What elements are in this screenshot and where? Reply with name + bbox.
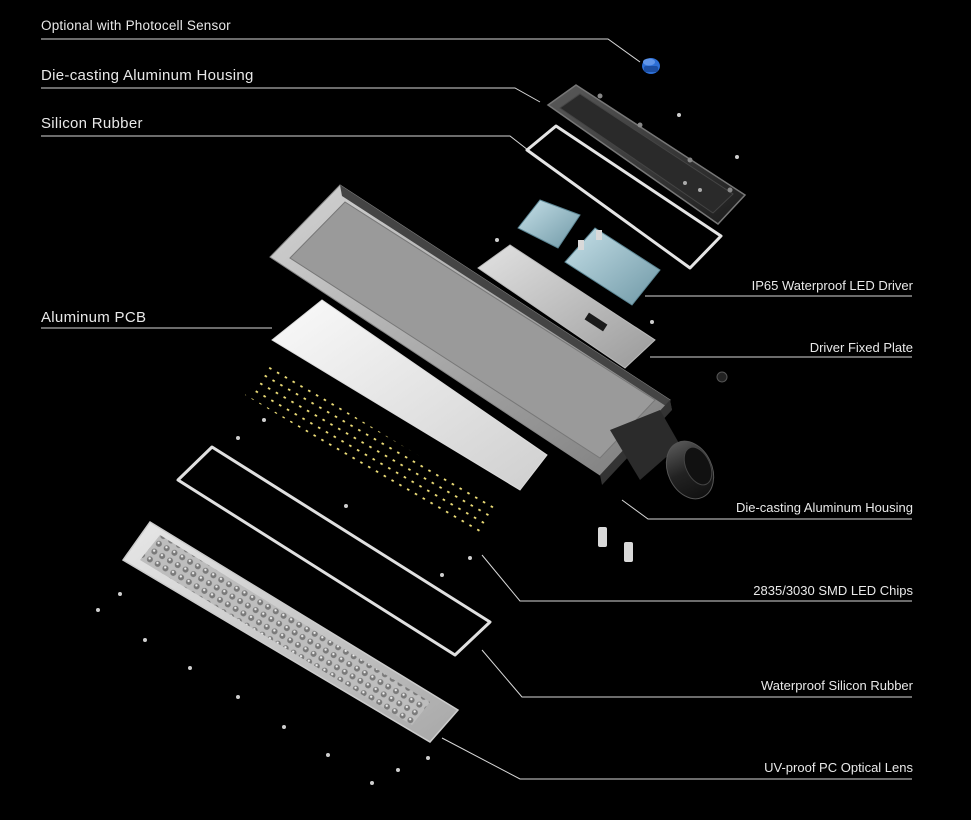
- aluminum-pcb: [271, 299, 548, 491]
- label-aluminum-pcb: Aluminum PCB: [41, 309, 147, 326]
- pc-optical-lens: [121, 520, 460, 743]
- led-driver-modules: [517, 199, 661, 306]
- label-photocell-sensor: Optional with Photocell Sensor: [41, 18, 231, 33]
- driver-fixed-plate: [477, 244, 656, 369]
- leader-line-photocell: [41, 38, 641, 63]
- leader-line-waterproof-rubber: [481, 649, 912, 698]
- screws: [96, 113, 739, 785]
- label-top-rubber: Silicon Rubber: [41, 115, 143, 132]
- leader-lines: [41, 38, 912, 780]
- label-top-housing: Die-casting Aluminum Housing: [41, 67, 254, 84]
- top-housing-cover: [546, 84, 747, 225]
- label-waterproof-rubber: Waterproof Silicon Rubber: [761, 678, 913, 693]
- leader-line-bottom-housing: [621, 499, 912, 520]
- photocell-sensor: [642, 58, 660, 74]
- label-driver-plate: Driver Fixed Plate: [809, 340, 913, 355]
- label-optical-lens: UV-proof PC Optical Lens: [764, 760, 913, 775]
- label-bottom-housing: Die-casting Aluminum Housing: [735, 500, 913, 515]
- leader-line-top-rubber: [41, 135, 529, 151]
- waterproof-silicon-rubber: [176, 445, 492, 657]
- leader-line-top-housing: [41, 87, 541, 103]
- label-led-driver: IP65 Waterproof LED Driver: [751, 278, 913, 293]
- led-chips-field: [245, 365, 500, 535]
- label-led-chips: 2835/3030 SMD LED Chips: [753, 583, 913, 598]
- leader-line-optical-lens: [441, 737, 912, 780]
- leader-line-led-chips: [481, 554, 912, 602]
- top-silicon-rubber: [525, 124, 723, 270]
- main-housing-body: [269, 184, 728, 500]
